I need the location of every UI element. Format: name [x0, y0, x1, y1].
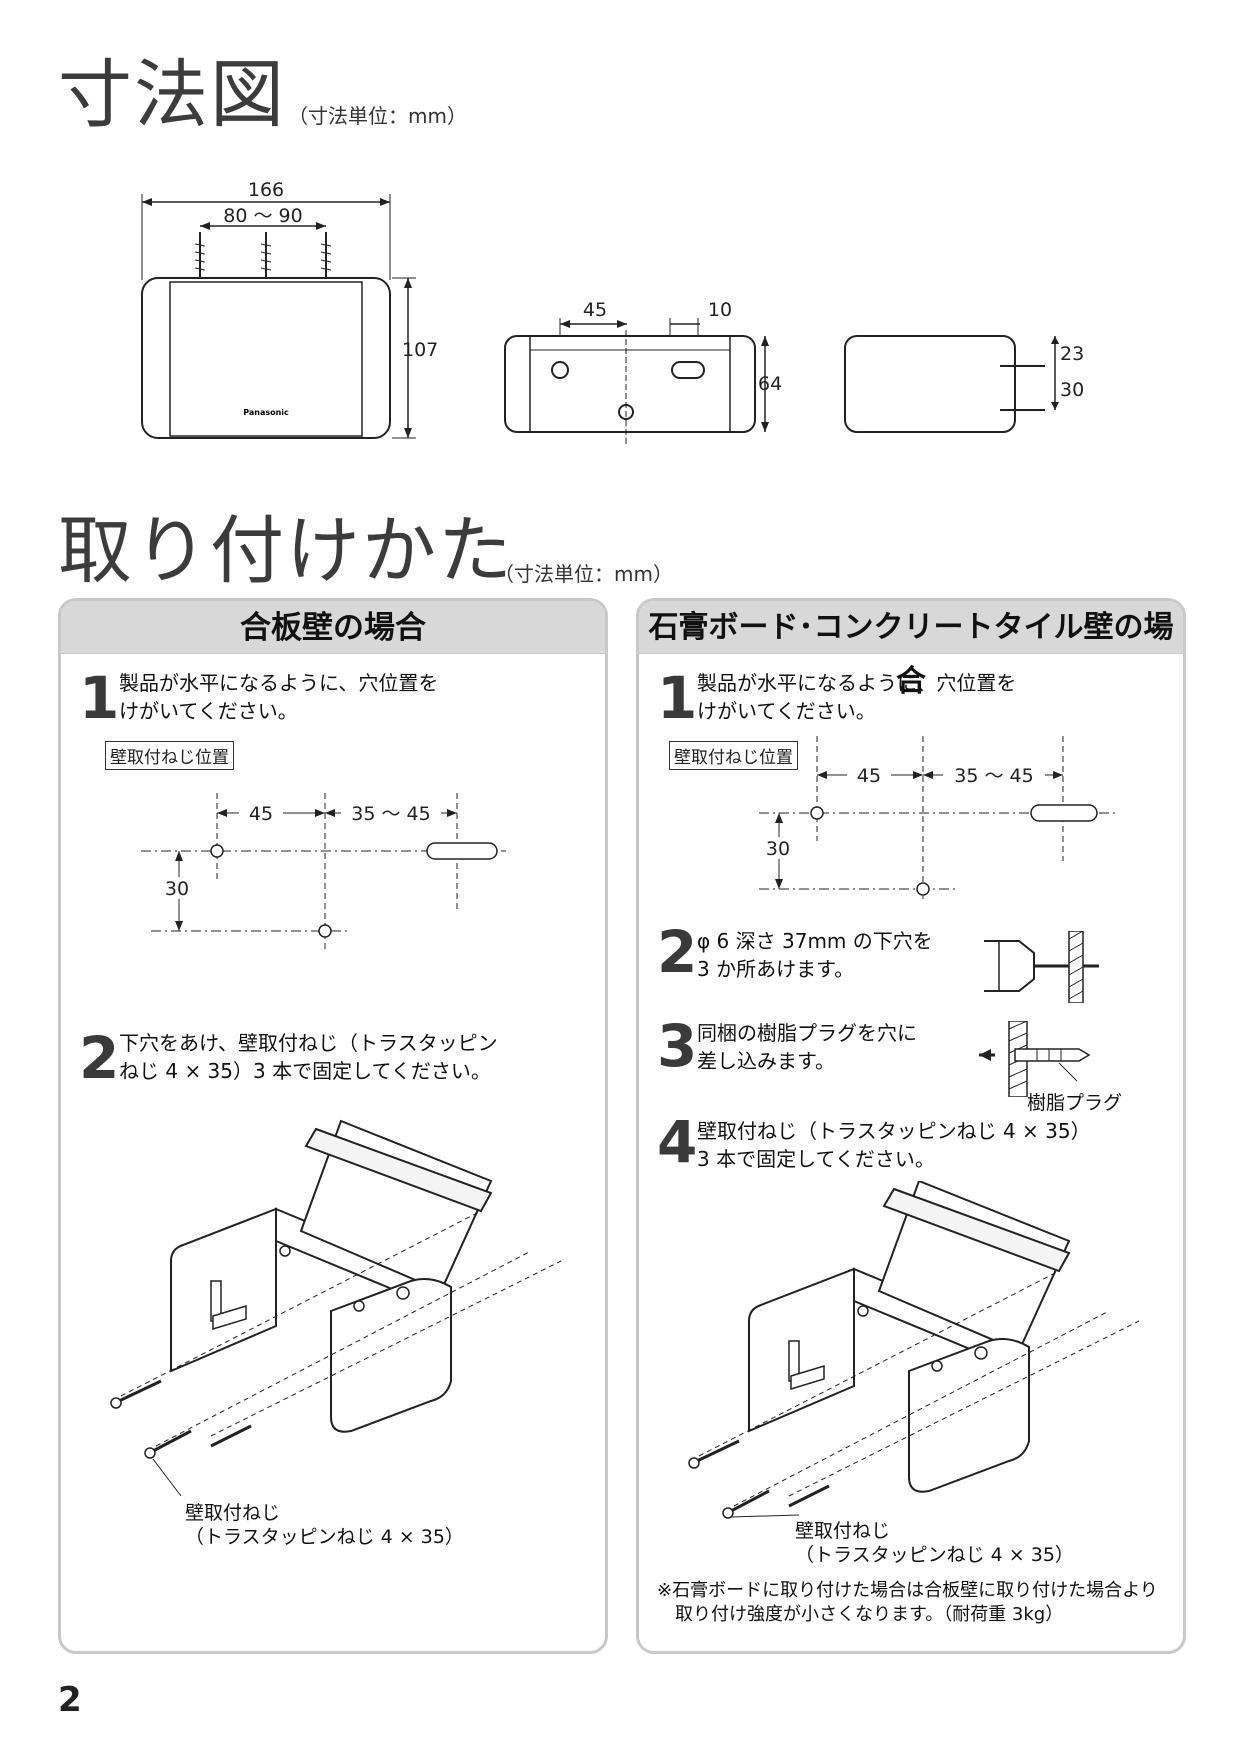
gypsum-screw-position-label: 壁取付ねじ位置	[669, 741, 798, 770]
plywood-dim-vertical: 30	[165, 878, 189, 900]
page-number: 2	[58, 1680, 82, 1720]
install-unit: （寸法単位：mm）	[494, 562, 673, 586]
dimensions-unit: （寸法単位：mm）	[288, 104, 467, 128]
dimensions-title: 寸法図	[58, 52, 286, 138]
plywood-step1-number: 1	[79, 664, 120, 732]
gypsum-step4-number: 4	[657, 1108, 698, 1176]
install-title: 取り付けかた	[58, 508, 514, 594]
plywood-heading: 合板壁の場合	[61, 601, 605, 654]
gypsum-step1-number: 1	[657, 664, 698, 732]
gypsum-dim-left: 45	[857, 765, 881, 787]
gypsum-dim-vertical: 30	[766, 838, 790, 860]
gypsum-step3-text: 同梱の樹脂プラグを穴に 差し込みます。	[697, 1021, 917, 1073]
brand-logo: Panasonic	[243, 408, 289, 417]
side-view: 23 30	[844, 335, 1084, 433]
back-offset-label: 10	[708, 299, 732, 321]
gypsum-install-illustration	[688, 1181, 1140, 1519]
gypsum-note: ※石膏ボードに取り付けた場合は合板壁に取り付けた場合より 取り付け強度が小さくな…	[657, 1580, 1158, 1625]
side-lower-label: 30	[1060, 379, 1084, 401]
plywood-step1-text: 製品が水平になるように、穴位置を けがいてください。	[119, 671, 439, 723]
back-height-label: 64	[758, 373, 782, 395]
plywood-hole-layout: 45 35 ～ 45 30	[141, 793, 506, 951]
front-view: 166 80 ～ 90 Panasonic 107	[141, 179, 438, 439]
plywood-screw-label: 壁取付ねじ （トラスタッピンねじ 4 × 35）	[185, 1502, 464, 1548]
gypsum-step1-text: 製品が水平になるように、穴位置を けがいてください。	[697, 671, 1017, 723]
side-upper-label: 23	[1060, 343, 1084, 365]
back-spacing-label: 45	[583, 299, 607, 321]
drill-illustration	[984, 931, 1099, 1003]
gypsum-screw-label: 壁取付ねじ （トラスタッピンねじ 4 × 35）	[795, 1520, 1074, 1566]
front-width-label: 166	[248, 179, 284, 201]
front-height-label: 107	[402, 339, 438, 361]
gypsum-step2-number: 2	[657, 918, 698, 986]
dimension-drawings: 166 80 ～ 90 Panasonic 107 45 10	[141, 179, 1084, 445]
gypsum-dim-right: 35 ～ 45	[954, 765, 1033, 787]
plywood-dim-left: 45	[249, 803, 273, 825]
plywood-dim-right: 35 ～ 45	[351, 803, 430, 825]
plywood-install-illustration	[110, 1119, 562, 1497]
plywood-panel: 合板壁の場合 1 製品が水平になるように、穴位置を けがいてください。 壁取付ね…	[58, 598, 608, 1654]
plug-label: 樹脂プラグ	[1027, 1092, 1123, 1114]
gypsum-step2-text: φ 6 深さ 37mm の下穴を 3 か所あけます。	[697, 929, 933, 981]
plywood-screw-position-label: 壁取付ねじ位置	[105, 741, 234, 770]
plywood-step2-text: 下穴をあけ、壁取付ねじ（トラスタッピン ねじ 4 × 35）3 本で固定してくだ…	[119, 1031, 498, 1083]
plug-illustration	[979, 1021, 1091, 1097]
plywood-step2-number: 2	[79, 1024, 120, 1092]
gypsum-step3-number: 3	[657, 1012, 698, 1080]
front-screw-span-label: 80 ～ 90	[223, 205, 302, 227]
back-view: 45 10 64	[504, 299, 782, 445]
gypsum-hole-layout: 45 35 ～ 45 30	[757, 736, 1119, 899]
gypsum-panel: 石膏ボード･コンクリートタイル壁の場合 1 製品が水平になるように、穴位置を け…	[636, 598, 1186, 1654]
gypsum-step4-text: 壁取付ねじ（トラスタッピンねじ 4 × 35） 3 本で固定してください。	[697, 1119, 1091, 1171]
gypsum-heading: 石膏ボード･コンクリートタイル壁の場合	[639, 601, 1183, 699]
